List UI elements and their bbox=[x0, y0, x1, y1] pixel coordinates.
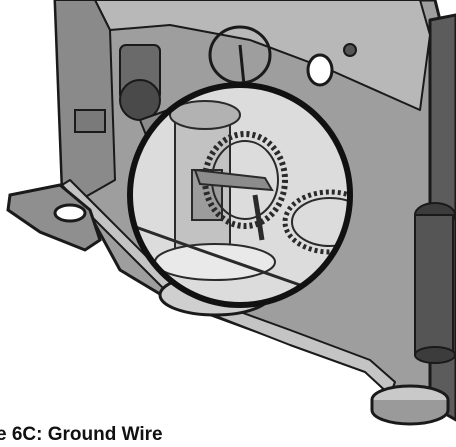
right-foot bbox=[370, 384, 450, 426]
right-fitting bbox=[414, 202, 456, 364]
figure-caption: e 6C: Ground Wire bbox=[0, 424, 163, 445]
mounting-bracket bbox=[6, 183, 102, 252]
top-port-hole bbox=[306, 53, 334, 87]
top-screw bbox=[343, 43, 357, 57]
magnifier-lens bbox=[127, 82, 353, 308]
